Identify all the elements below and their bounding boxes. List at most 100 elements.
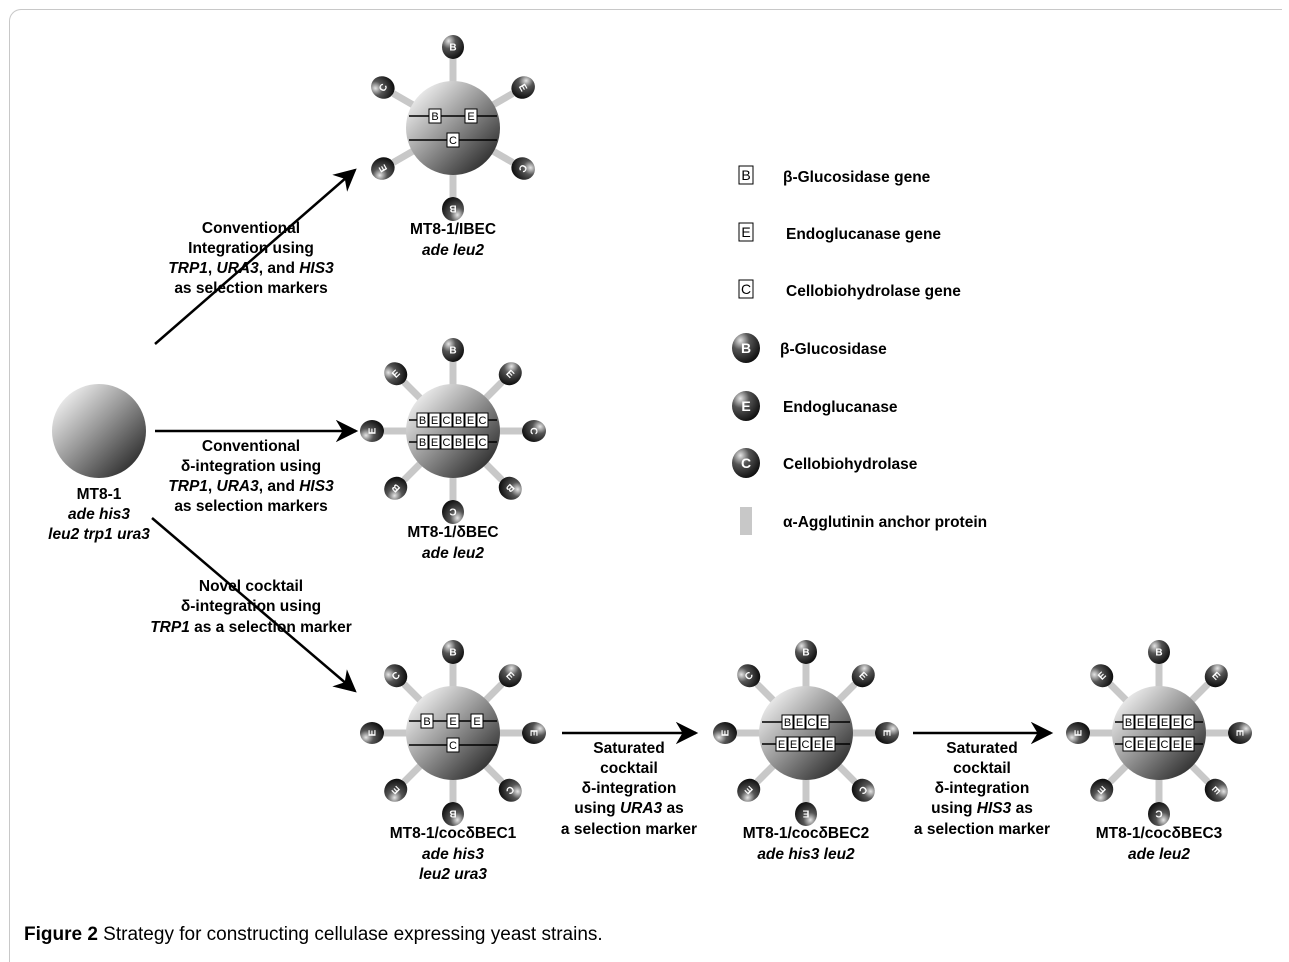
enzyme-B: B <box>795 640 817 664</box>
enzyme-body <box>1090 778 1114 802</box>
yeast-cell <box>406 81 500 175</box>
enzyme-body <box>442 500 464 524</box>
method-markers: using URA3 as <box>574 800 683 817</box>
enzyme-body <box>522 722 546 744</box>
enzyme-letter: C <box>528 427 539 434</box>
enzyme-E: E <box>498 362 522 386</box>
legend-label: Cellobiohydrolase gene <box>786 283 961 300</box>
frame-border <box>9 9 1282 962</box>
gene-box <box>817 714 830 730</box>
gene-box <box>1170 736 1183 752</box>
gene-box <box>823 736 836 752</box>
gene-box <box>476 434 489 450</box>
anchor-protein <box>1107 681 1132 706</box>
gene-letter: E <box>431 415 438 427</box>
method-line: Conventional <box>202 220 300 237</box>
gene-letter: C <box>479 415 487 427</box>
legend-label: Endoglucanase <box>783 399 898 416</box>
enzyme-E: E <box>371 157 395 180</box>
legend-enzyme <box>732 448 760 478</box>
enzyme-body <box>851 778 875 802</box>
method-line: a selection marker <box>914 821 1050 838</box>
gene-box <box>464 108 478 124</box>
enzyme-body <box>851 664 875 688</box>
strain-label-dbec: MT8-1/δBEC ade leu2 <box>407 524 498 562</box>
strain-genotype: ade leu2 <box>1128 846 1190 863</box>
enzyme-letter: E <box>802 808 809 819</box>
anchor-protein <box>480 681 505 706</box>
strain-genotype: ade leu2 <box>422 242 484 259</box>
enzyme-C: C <box>851 778 875 802</box>
gene-box <box>1170 714 1183 730</box>
strain-genotype: leu2 ura3 <box>419 866 487 883</box>
method-line: Conventional <box>202 438 300 455</box>
enzyme-E: E <box>713 722 737 744</box>
gene-box <box>452 434 465 450</box>
enzyme-letter: C <box>516 162 529 174</box>
enzyme-E: E <box>1090 664 1114 688</box>
gene-box <box>446 132 460 148</box>
gene-letter: C <box>1185 717 1193 729</box>
enzyme-body <box>498 362 522 386</box>
gene-box <box>1158 714 1171 730</box>
gene-letter: C <box>802 739 810 751</box>
legend-label: Endoglucanase gene <box>786 226 941 243</box>
legend-gene-box <box>738 279 754 299</box>
enzyme-C: C <box>522 420 546 442</box>
enzyme-E: E <box>1204 778 1228 802</box>
enzyme-body <box>737 778 761 802</box>
arrow-to-ibec <box>154 168 357 345</box>
gene-box <box>420 713 434 729</box>
gene-box <box>1158 736 1171 752</box>
enzyme-body <box>498 664 522 688</box>
gene-box <box>464 434 477 450</box>
gene-letter: B <box>455 437 462 449</box>
anchor-protein <box>1186 760 1211 785</box>
enzyme-B: B <box>1148 640 1170 664</box>
enzyme-letter: E <box>377 162 390 174</box>
enzyme-B: B <box>442 640 464 664</box>
enzyme-C: C <box>737 664 761 688</box>
enzyme-B: B <box>442 802 464 826</box>
parent-genotype-1: ade his3 <box>68 506 130 523</box>
method-saturated-2: Saturated cocktail δ-integration using H… <box>914 740 1050 838</box>
enzyme-letter: E <box>1234 730 1245 737</box>
enzyme-body <box>371 76 395 99</box>
enzyme-letter: C <box>449 506 456 517</box>
anchor-protein <box>391 146 418 166</box>
method-markers: TRP1, URA3, and HIS3 <box>168 260 334 277</box>
gene-letter: B <box>455 415 462 427</box>
parent-cell <box>52 384 146 478</box>
enzyme-letter: B <box>449 808 456 819</box>
anchor-protein <box>488 90 515 110</box>
gene-letter: C <box>449 740 457 752</box>
enzyme-E: E <box>384 362 408 386</box>
legend-enzyme <box>732 333 760 363</box>
enzyme-body <box>1204 778 1228 802</box>
gene-letter: B <box>1125 717 1132 729</box>
figure-caption: Figure 2 Strategy for constructing cellu… <box>24 924 603 946</box>
gene-letter: E <box>1173 717 1180 729</box>
gene-box <box>1122 736 1135 752</box>
figure-frame <box>9 9 1289 962</box>
enzyme-letter: B <box>449 43 456 54</box>
gene-box <box>1134 714 1147 730</box>
anchor-protein <box>401 379 426 404</box>
enzyme-body <box>442 338 464 362</box>
strain-name: MT8-1/δBEC <box>407 524 498 541</box>
enzyme-body <box>384 362 408 386</box>
gene-box <box>787 736 800 752</box>
enzyme-E: E <box>1090 778 1114 802</box>
gene-letter: E <box>1137 739 1144 751</box>
method-conventional-integration: Conventional Integration using TRP1, URA… <box>168 220 334 297</box>
gene-box <box>476 412 489 428</box>
enzyme-E: E <box>1228 722 1252 744</box>
gene-box <box>428 434 441 450</box>
enzyme-body <box>442 197 464 221</box>
enzyme-body <box>442 35 464 59</box>
enzyme-C: C <box>442 500 464 524</box>
gene-box <box>1122 714 1135 730</box>
